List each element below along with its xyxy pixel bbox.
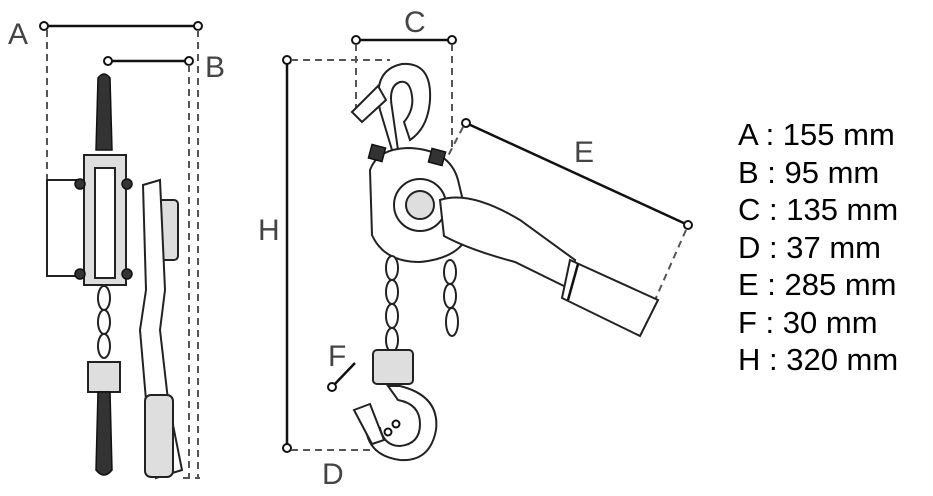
bottom-block bbox=[372, 349, 414, 385]
spec-e: E : 285 mm bbox=[738, 267, 897, 302]
top-hook-latch bbox=[350, 84, 388, 124]
load-chain bbox=[385, 255, 399, 353]
top-hook-side bbox=[95, 73, 113, 151]
dimension-c-start-node bbox=[351, 35, 361, 45]
dimension-a-end-node bbox=[193, 21, 203, 31]
dimension-f-node bbox=[327, 382, 337, 392]
bolt-bottom-left bbox=[74, 268, 86, 280]
dimension-h-top-node bbox=[282, 55, 292, 65]
dimension-e-start-node bbox=[461, 118, 471, 128]
lever-arm bbox=[438, 196, 577, 292]
bottom-hook-rivet-upper bbox=[391, 419, 401, 429]
body-corner-top-right bbox=[427, 147, 447, 167]
housing-cover bbox=[46, 179, 90, 277]
body-corner-top-left bbox=[367, 143, 387, 163]
bolt-top-left bbox=[74, 178, 86, 190]
dimension-c-label: C bbox=[404, 6, 426, 39]
lever-grip bbox=[560, 258, 660, 338]
dimension-b-end-node bbox=[184, 56, 194, 66]
hoist-drum-inner bbox=[405, 190, 435, 220]
dimension-e-line bbox=[465, 121, 689, 227]
spec-f: F : 30 mm bbox=[738, 304, 878, 340]
spec-a: A : 155 mm bbox=[738, 117, 895, 152]
dimension-f-label: F bbox=[328, 340, 346, 373]
dimension-b-label: B bbox=[205, 51, 225, 84]
side-view: H C D E F bbox=[258, 6, 693, 491]
spec-h: H : 320 mm bbox=[738, 342, 899, 377]
dimension-e-label: E bbox=[574, 136, 594, 169]
chain-front bbox=[97, 285, 111, 359]
dimension-e-end-extension bbox=[654, 229, 687, 301]
bottom-hook-side bbox=[95, 391, 113, 476]
bolt-bottom-right bbox=[121, 268, 133, 280]
slack-chain bbox=[443, 259, 459, 337]
lever-grip-front bbox=[144, 394, 174, 478]
spec-d: D : 37 mm bbox=[738, 229, 881, 265]
bottom-hook-latch bbox=[352, 402, 386, 446]
housing-inner bbox=[94, 167, 116, 279]
bolt-top-right bbox=[121, 178, 133, 190]
bottom-block-front bbox=[87, 361, 121, 393]
dimension-a-start-node bbox=[39, 21, 49, 31]
front-view: A B bbox=[8, 18, 225, 480]
dimension-h-bottom-node bbox=[282, 443, 292, 453]
dimension-d-label: D bbox=[322, 458, 344, 491]
dimension-e-start-extension bbox=[447, 126, 464, 157]
top-hook bbox=[377, 62, 432, 151]
lever-grip-seam bbox=[566, 263, 580, 301]
spec-c: C : 135 mm bbox=[738, 192, 899, 227]
bottom-hook-rivet-lower bbox=[383, 427, 393, 437]
spec-list: A : 155 mm B : 95 mm C : 135 mm D : 37 m… bbox=[738, 116, 928, 379]
dimension-c-end-node bbox=[447, 35, 457, 45]
spec-b: B : 95 mm bbox=[738, 154, 880, 190]
dimension-b-start-node bbox=[103, 56, 113, 66]
dimension-f-line bbox=[331, 362, 356, 388]
dimension-e-end-node bbox=[683, 220, 693, 230]
dimension-h-label: H bbox=[258, 214, 280, 247]
dimension-a-label: A bbox=[8, 18, 28, 51]
